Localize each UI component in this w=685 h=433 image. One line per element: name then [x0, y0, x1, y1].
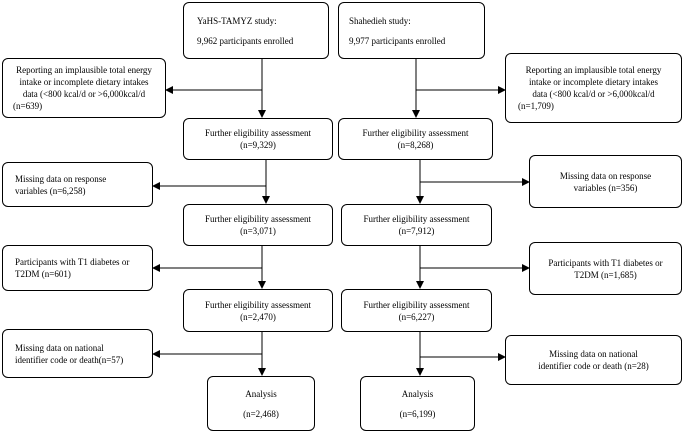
- left-step3-label: Further eligibility assessment: [205, 299, 311, 310]
- right-response-exclusion-line2: variables (n=356): [573, 182, 638, 193]
- left-step2-count: (n=3,071): [240, 226, 276, 236]
- left-step3-box: Further eligibility assessment (n=2,470): [183, 289, 333, 332]
- left-response-exclusion-box: Missing data on response variables (n=6,…: [2, 162, 153, 207]
- right-analysis-label: Analysis: [401, 388, 434, 399]
- right-energy-exclusion-line1: Reporting an implausible total energy: [525, 65, 662, 75]
- left-diabetes-exclusion-box: Participants with T1 diabetes or T2DM (n…: [2, 245, 153, 291]
- right-step3-box: Further eligibility assessment (n=6,227): [341, 289, 492, 332]
- right-energy-exclusion-box: Reporting an implausible total energy in…: [505, 53, 682, 123]
- left-response-exclusion-line1: Missing data on response: [15, 173, 107, 184]
- left-step1-count: (n=9,329): [240, 140, 276, 150]
- left-step1-label: Further eligibility assessment: [205, 128, 311, 138]
- left-energy-exclusion-line3: data (<800 kcal/d or >6,000kcal/d: [22, 89, 146, 99]
- right-study-name: Shahedieh study:: [349, 15, 411, 26]
- left-energy-exclusion-line2: intake or incomplete dietary intakes: [19, 77, 149, 87]
- left-study-enrolled-box: YaHS-TAMYZ study: 9,962 participants enr…: [183, 2, 329, 59]
- left-analysis-label: Analysis: [245, 388, 277, 399]
- right-step2-count: (n=7,912): [398, 226, 435, 236]
- right-step2-label: Further eligibility assessment: [363, 214, 470, 224]
- left-energy-exclusion-line1: Reporting an implausible total energy: [16, 65, 152, 75]
- left-energy-exclusion-line4: (n=639): [13, 101, 43, 111]
- left-enrolled-count: 9,962 participants enrolled: [197, 35, 294, 46]
- right-response-exclusion-line1: Missing data on response: [559, 170, 652, 181]
- right-diabetes-exclusion-box: Participants with T1 diabetes or T2DM (n…: [529, 242, 682, 295]
- left-step2-box: Further eligibility assessment (n=3,071): [183, 204, 333, 246]
- left-energy-exclusion-box: Reporting an implausible total energy in…: [2, 58, 166, 118]
- left-step3-count: (n=2,470): [240, 311, 276, 322]
- right-study-enrolled-box: Shahedieh study: 9,977 participants enro…: [338, 2, 485, 59]
- right-step3-count: (n=6,227): [398, 311, 435, 322]
- left-diabetes-exclusion-line1: Participants with T1 diabetes or: [15, 257, 130, 267]
- right-energy-exclusion-line2: intake or incomplete dietary intakes: [529, 77, 658, 87]
- right-analysis-box: Analysis (n=6,199): [360, 376, 475, 431]
- left-step1-box: Further eligibility assessment (n=9,329): [183, 118, 333, 160]
- right-energy-exclusion-line4: (n=1,709): [518, 101, 554, 111]
- right-step1-label: Further eligibility assessment: [362, 128, 469, 138]
- right-step1-count: (n=8,268): [397, 140, 434, 150]
- left-national-exclusion-line2: identifier code or death(n=57): [15, 354, 124, 365]
- left-national-exclusion-box: Missing data on national identifier code…: [2, 329, 153, 378]
- right-diabetes-exclusion-line2: T2DM (n=1,685): [574, 269, 637, 280]
- left-response-exclusion-line2: variables (n=6,258): [15, 185, 86, 196]
- left-diabetes-exclusion-line2: T2DM (n=601): [15, 269, 71, 279]
- right-national-exclusion-line1: Missing data on national: [549, 349, 638, 359]
- right-national-exclusion-line2: identifier code or death (n=28): [538, 361, 649, 371]
- left-analysis-count: (n=2,468): [243, 408, 279, 419]
- right-enrolled-count: 9,977 participants enrolled: [349, 35, 446, 46]
- left-analysis-box: Analysis (n=2,468): [207, 376, 315, 431]
- left-step2-label: Further eligibility assessment: [205, 214, 311, 224]
- left-study-name: YaHS-TAMYZ study:: [197, 15, 277, 26]
- right-step3-label: Further eligibility assessment: [363, 299, 470, 310]
- right-energy-exclusion-line3: data (<800 kcal/d or >6,000kcal/d: [532, 89, 655, 99]
- right-diabetes-exclusion-line1: Participants with T1 diabetes or: [548, 257, 663, 268]
- right-national-exclusion-box: Missing data on national identifier code…: [505, 335, 682, 385]
- left-national-exclusion-line1: Missing data on national: [15, 342, 104, 353]
- right-response-exclusion-box: Missing data on response variables (n=35…: [529, 155, 682, 208]
- right-step1-box: Further eligibility assessment (n=8,268): [338, 118, 493, 160]
- right-step2-box: Further eligibility assessment (n=7,912): [341, 204, 492, 246]
- right-analysis-count: (n=6,199): [399, 408, 436, 419]
